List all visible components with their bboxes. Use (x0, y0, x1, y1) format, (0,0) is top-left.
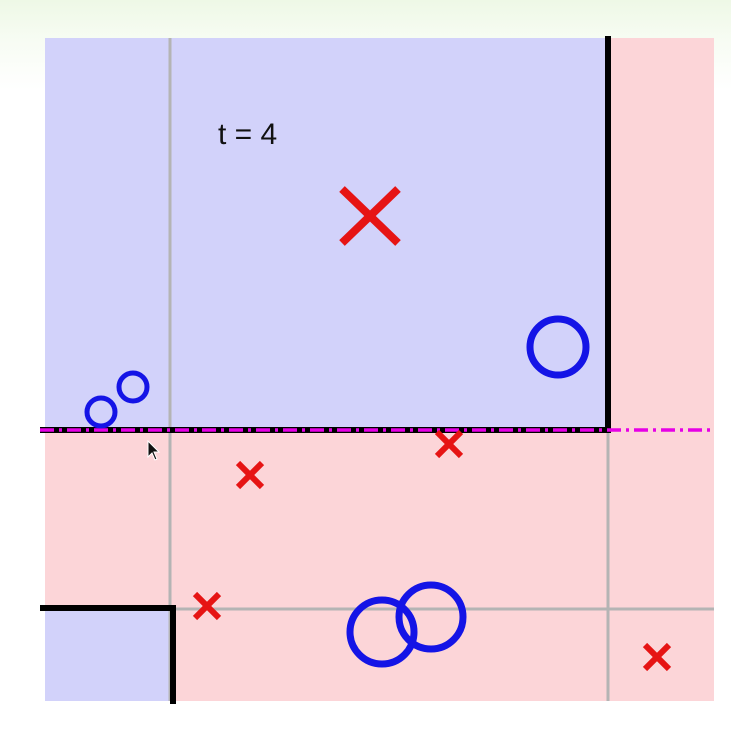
x-mark-icon (339, 186, 401, 246)
x-mark-icon (642, 642, 672, 672)
region-red-bottom (170, 608, 714, 701)
circle-icon (116, 370, 150, 404)
x-mark-icon (192, 591, 222, 621)
circle-icon (84, 395, 118, 429)
mouse-pointer-icon (147, 440, 161, 461)
region-blue-bottom-left (45, 608, 170, 701)
circle-icon (346, 596, 418, 668)
circle-icon (526, 315, 590, 379)
region-red-middle (45, 430, 714, 608)
circle-icon (395, 581, 467, 653)
x-mark-icon (434, 429, 464, 459)
decision-boundary-bottom (40, 605, 176, 704)
iteration-label: t = 4 (218, 118, 278, 151)
region-red-right (608, 38, 714, 430)
x-mark-icon (235, 460, 265, 490)
region-blue-top-left (45, 38, 170, 430)
